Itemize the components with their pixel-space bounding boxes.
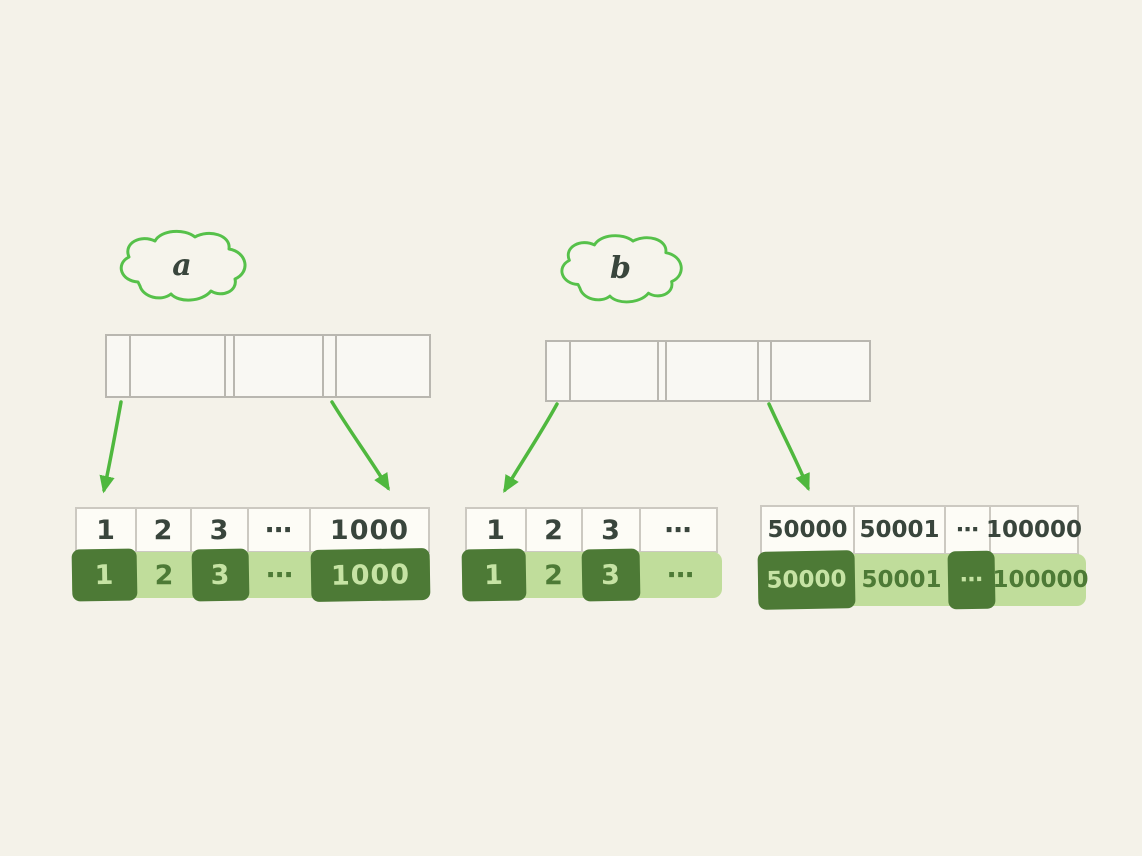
- array-b-first-value-row: 1 2 3 ⋯: [461, 548, 722, 602]
- array-b-second-value-cell: 50001: [861, 567, 942, 593]
- array-b-second-index-cell: 100000: [986, 505, 1082, 555]
- cloud-a: a: [112, 228, 252, 308]
- struct-divider: [129, 336, 131, 396]
- array-b-second-value-cell: ⋯: [947, 550, 996, 610]
- array-b-first-value-cell: 3: [581, 548, 641, 602]
- cloud-b-shape-icon: [560, 234, 683, 304]
- struct-divider: [757, 342, 759, 400]
- struct-divider: [335, 336, 337, 396]
- array-b-first-value-cell: 1: [461, 548, 527, 602]
- array-a-value-cell: 2: [154, 559, 175, 591]
- array-b-first-value-cell: 2: [544, 559, 564, 591]
- array-b-second-index-cell: 50001: [853, 505, 946, 555]
- array-b-first-index-cell: 2: [525, 507, 583, 553]
- arrow-a-to-last-icon: [330, 400, 390, 491]
- array-b-first-value-cell: ⋯: [667, 559, 695, 591]
- array-b-first-index-cell: 3: [581, 507, 641, 553]
- struct-divider: [322, 336, 324, 396]
- cloud-a-shape-icon: [119, 229, 247, 302]
- array-a-index-cell: 1: [75, 507, 137, 553]
- array-a-index-cell: ⋯: [247, 507, 311, 553]
- cloud-b: b: [553, 232, 688, 310]
- array-a-index-row: 1 2 3 ⋯ 1000: [75, 507, 430, 553]
- array-a-index-cell: 3: [190, 507, 249, 553]
- pointer-struct-b: [545, 340, 871, 402]
- struct-divider: [233, 336, 235, 396]
- array-a-index-cell: 2: [135, 507, 192, 553]
- array-a-value-cell: ⋯: [266, 559, 294, 591]
- array-b-second-index-row: 50000 50001 ⋯ 100000: [760, 505, 1082, 555]
- arrow-a-to-first-icon: [99, 400, 123, 494]
- pointer-struct-a: [105, 334, 431, 398]
- array-b-first-index-row: 1 2 3 ⋯: [465, 507, 718, 553]
- array-b-second-index-cell: 50000: [760, 505, 855, 555]
- arrow-b-to-first-array-icon: [503, 402, 559, 494]
- array-a-value-cell: 3: [191, 548, 250, 602]
- array-a-value-cell: 1: [71, 548, 138, 602]
- array-b-second-value-row: 50000 50001 ⋯ 100000: [757, 550, 1089, 610]
- array-b-second-value-cell: 100000: [992, 567, 1089, 593]
- struct-divider: [770, 342, 772, 400]
- arrow-b-to-second-array-icon: [767, 402, 810, 492]
- array-a-value-row: 1 2 3 ⋯ 1000: [71, 547, 431, 603]
- array-b-second-index-cell: ⋯: [944, 505, 991, 555]
- struct-divider: [569, 342, 571, 400]
- array-a-index-cell: 1000: [309, 507, 430, 553]
- variable-b-label: b: [610, 250, 631, 286]
- struct-divider: [657, 342, 659, 400]
- variable-a-label: a: [172, 247, 192, 283]
- struct-divider: [224, 336, 226, 396]
- array-a-value-cell: 1000: [310, 547, 431, 603]
- struct-divider: [665, 342, 667, 400]
- array-b-first-index-cell: ⋯: [639, 507, 718, 553]
- array-b-second-value-cell: 50000: [757, 550, 856, 610]
- array-b-first-index-cell: 1: [465, 507, 527, 553]
